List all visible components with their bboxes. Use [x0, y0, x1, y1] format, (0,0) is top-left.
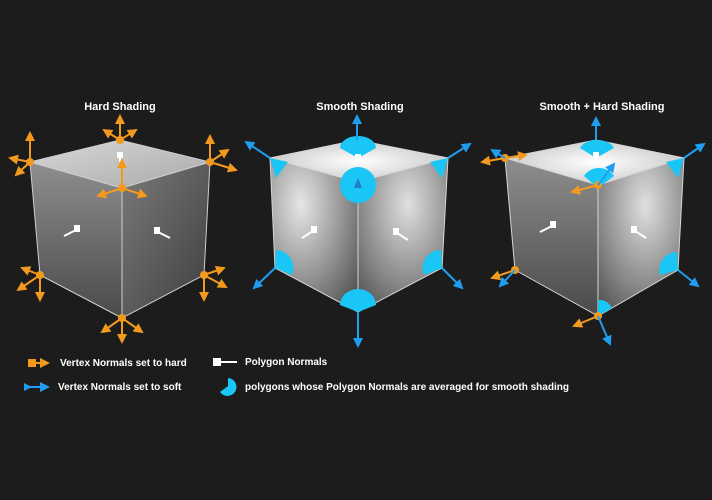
- smooth-hard-shading-cube: [480, 116, 706, 346]
- legend-polygon-normal-icon: [213, 358, 237, 366]
- polygon-normal-icon: [393, 228, 409, 241]
- legend-averaged-label: polygons whose Polygon Normals are avera…: [245, 382, 569, 393]
- polygon-normal-icon: [63, 225, 80, 237]
- polygon-normal-icon: [354, 178, 362, 188]
- averaged-polygon-highlights: [580, 139, 684, 316]
- polygon-normal-icon: [154, 227, 171, 239]
- smooth-shading-cube: [244, 114, 472, 348]
- panel-title-mixed: Smooth + Hard Shading: [539, 101, 665, 113]
- legend-polygon-normals-label: Polygon Normals: [245, 357, 328, 368]
- hard-shading-cube: [8, 114, 238, 344]
- hard-vertex-normals: [8, 114, 238, 344]
- cube-left-face: [29, 161, 123, 319]
- soft-vertex-normals: [490, 116, 706, 346]
- legend-soft-vertex-icon: [24, 382, 50, 392]
- polygon-normal-icon: [301, 226, 317, 239]
- legend-hard-vertex-icon: [28, 358, 50, 368]
- polygon-normal-icon: [631, 226, 647, 239]
- polygon-normal-icon: [355, 154, 361, 161]
- polygon-normal-icon: [539, 221, 556, 233]
- legend-averaged-icon: [220, 378, 237, 396]
- polygon-normal-icon: [593, 152, 599, 162]
- cube-right-face: [121, 161, 211, 319]
- panel-title-smooth: Smooth Shading: [316, 101, 404, 113]
- legend-soft-vertex-label: Vertex Normals set to soft: [58, 382, 182, 393]
- cube-right-face: [597, 157, 685, 317]
- cube-left-face: [504, 157, 599, 317]
- legend-hard-vertex-label: Vertex Normals set to hard: [60, 358, 187, 369]
- panel-title-hard: Hard Shading: [84, 101, 156, 113]
- soft-vertex-normals: [244, 114, 472, 348]
